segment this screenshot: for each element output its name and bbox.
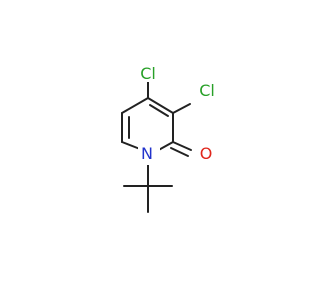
structure-svg: Cl Cl N O bbox=[121, 64, 216, 213]
chlorine-atom-right: Cl bbox=[199, 81, 215, 100]
bond-n1-c6 bbox=[121, 141, 141, 150]
bond-c3-cl bbox=[172, 103, 191, 114]
carbonyl-bond-2 bbox=[170, 147, 189, 157]
molecule-diagram: Cl Cl N O bbox=[121, 64, 216, 213]
carbonyl-bond-1 bbox=[172, 141, 192, 151]
chlorine-atom-top: Cl bbox=[140, 64, 156, 83]
double-bond-c3-c4 bbox=[149, 104, 169, 117]
bond-c4-c3 bbox=[147, 97, 174, 114]
nitrogen-atom: N bbox=[141, 144, 153, 163]
bond-c5-c4 bbox=[121, 97, 149, 114]
oxygen-atom: O bbox=[200, 144, 213, 163]
